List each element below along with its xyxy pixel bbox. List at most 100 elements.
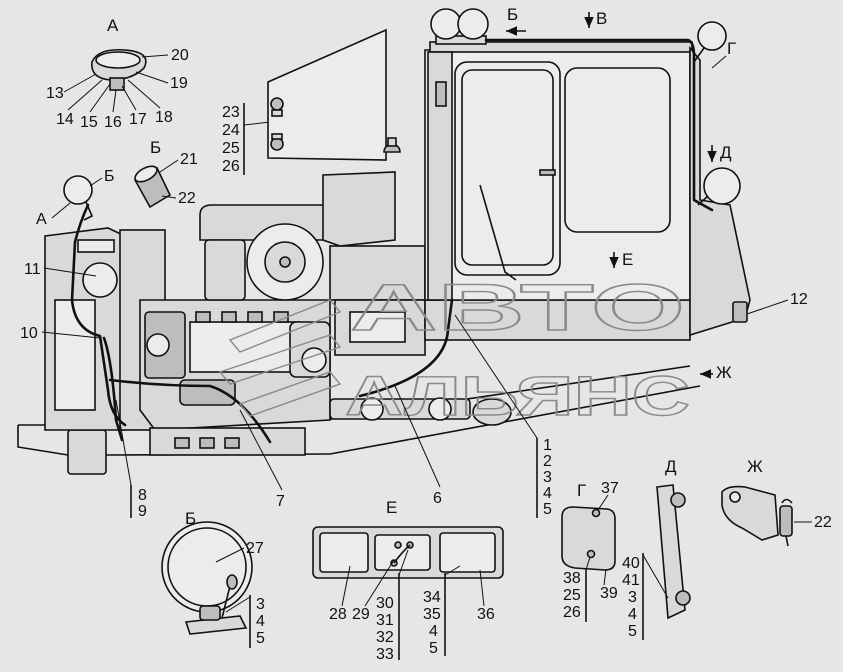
oil-pan-fitting-3: [224, 437, 240, 449]
inset-a: А 20 19 13 14 15 16 17 18: [46, 16, 189, 131]
connector-wire: [781, 498, 793, 547]
callout-5: 5: [628, 623, 637, 640]
rear-side-lamp: [703, 167, 741, 205]
injector-1: [195, 311, 211, 323]
view-arrow-b-label: Б: [507, 5, 518, 24]
callout-23: 23: [222, 104, 240, 121]
view-arrow-v-label: В: [596, 9, 607, 28]
rear-roof-lamp: [697, 21, 727, 51]
callout-14: 14: [56, 111, 74, 128]
callout-32: 32: [376, 629, 394, 646]
front-lamp-harness: [70, 203, 127, 427]
panel-lamp-lower-base: [271, 133, 283, 140]
cab-door-window: [461, 69, 554, 266]
plate-bolt-bottom: [586, 549, 596, 559]
watermark-line-2: АЛЬЯНС: [345, 364, 690, 427]
callout-35: 35: [423, 606, 441, 623]
detail-g-title: Г: [577, 481, 586, 500]
headlamp-face: [161, 521, 253, 613]
detail-b-title: Б: [185, 509, 196, 528]
leader-line: [642, 554, 669, 599]
callout-12: 12: [790, 291, 808, 308]
callout-20: 20: [171, 47, 189, 64]
detail-e: Е 28 29 30 31 32 33 34 35 4 5 36: [312, 498, 504, 663]
main-frame-lower: [329, 385, 701, 455]
inset-b: Б 21 22: [133, 138, 198, 209]
leader-line: [603, 568, 607, 586]
cylinder-head: [189, 321, 301, 373]
front-work-lamp: [63, 175, 93, 205]
callout-33: 33: [376, 646, 394, 663]
leader-line: [711, 55, 727, 69]
leader-line: [135, 71, 169, 84]
panel-lamp-right-base: [387, 137, 397, 147]
plate-bolt-top: [591, 508, 601, 518]
leader-line: [89, 83, 111, 113]
callout-2: 2: [543, 453, 552, 470]
callout-4: 4: [429, 623, 438, 640]
leader-line: [121, 85, 137, 111]
leader-line: [364, 559, 395, 607]
callout-38: 38: [563, 570, 581, 587]
leader-line: [454, 314, 538, 439]
callout-4: 4: [543, 485, 552, 502]
callout-40: 40: [622, 555, 640, 572]
callout-13: 13: [46, 85, 64, 102]
lamp-socket: [109, 77, 125, 91]
radiator-cap: [77, 239, 115, 253]
view-arrow-g-label: Г: [727, 39, 736, 58]
oil-pan-fitting-2: [199, 437, 215, 449]
air-cleaner: [204, 239, 246, 301]
inset-a-title: А: [107, 16, 119, 35]
callout-41: 41: [622, 572, 640, 589]
callout-18: 18: [155, 109, 173, 126]
cab-rear-panel: [689, 45, 751, 337]
watermark-logo-stroke-1: [228, 299, 342, 353]
group-23-26: 23 24 25 26: [222, 28, 401, 175]
universal-joint-front: [360, 397, 384, 421]
detail-g: Г 37 38 25 26 39: [561, 480, 619, 622]
leader-line: [63, 73, 97, 93]
instrument-panel: [267, 28, 387, 161]
leader-line: [444, 565, 461, 576]
callout-3: 3: [543, 469, 552, 486]
callout-30: 30: [376, 595, 394, 612]
callout-22: 22: [178, 190, 196, 207]
bracket-12: [732, 301, 748, 323]
panel-lamp-lower-icon: [270, 137, 284, 151]
turbo-housing: [301, 347, 327, 373]
lamp-view-mark-a: А: [36, 211, 47, 228]
cab-harness: [358, 298, 454, 398]
cab-side-window: [564, 67, 671, 233]
callout-21: 21: [180, 151, 198, 168]
fuel-tank-panel: [349, 311, 406, 343]
door-handle: [539, 169, 556, 176]
detail-e-title: Е: [386, 498, 397, 517]
leader-line: [112, 89, 117, 113]
engine-harness: [108, 378, 272, 444]
callout-36: 36: [477, 606, 495, 623]
callout-5: 5: [429, 640, 438, 657]
pillar-fixture: [435, 81, 447, 107]
oil-filter: [146, 333, 170, 357]
relay-box-left-compartment: [319, 532, 369, 573]
view-arrows: Б В Г Д Е Ж: [506, 5, 736, 382]
post-lamp-lower-icon: [675, 590, 691, 606]
leader-line: [398, 549, 409, 576]
front-counterweight: [67, 429, 107, 475]
bracket-hole: [729, 491, 741, 503]
callout-37: 37: [601, 480, 619, 497]
fan-pulley-hub: [279, 256, 291, 268]
view-arrow-e-label: Е: [622, 250, 633, 269]
callout-16: 16: [104, 114, 122, 131]
callout-1: 1: [543, 437, 552, 454]
leader-line: [746, 299, 789, 315]
callout-25: 25: [222, 140, 240, 157]
detail-zh-title: Ж: [747, 457, 763, 476]
leader-line: [597, 494, 609, 511]
relay-box-wire: [393, 544, 411, 564]
callout-39: 39: [600, 585, 618, 602]
panel-lamp-upper-icon: [270, 97, 284, 111]
leader-line: [215, 547, 245, 563]
callout-3: 3: [256, 596, 265, 613]
